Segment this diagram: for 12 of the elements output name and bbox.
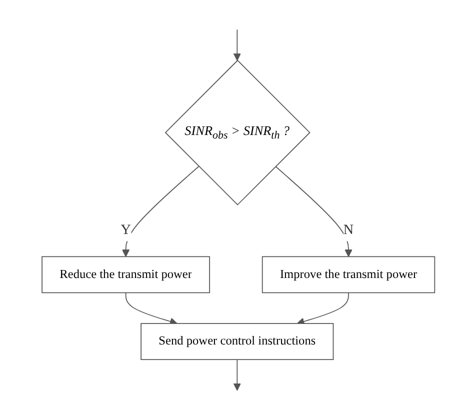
arrow (122, 166, 199, 257)
node-diamond: SINR$_{obs}$ > SINR$_{th}$ ? (164, 60, 310, 206)
arrow (232, 359, 241, 391)
edge-label: Y (120, 222, 131, 238)
node-box: Reduce the transmit power (41, 256, 210, 294)
node-box: Send power control instructions (140, 323, 334, 360)
arrow (296, 292, 349, 326)
arrow (125, 292, 178, 326)
arrow (232, 29, 241, 61)
node-box: Improve the transmit power (262, 256, 435, 294)
arrow (274, 166, 352, 257)
edge-label: N (343, 222, 354, 238)
